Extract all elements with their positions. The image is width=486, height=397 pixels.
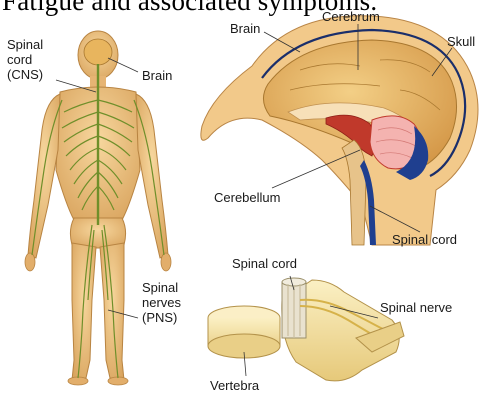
label-spinal-nerves-pns: Spinal nerves (PNS) [142, 280, 181, 325]
label-spinal-nerves-line1: Spinal [142, 280, 181, 295]
label-spinal-cord-cns-line2: cord [7, 52, 43, 67]
head-cross-section [201, 16, 478, 245]
label-spinal-cord-cns-line3: (CNS) [7, 67, 43, 82]
label-cerebrum: Cerebrum [322, 9, 380, 24]
label-spinal-nerves-line2: nerves [142, 295, 181, 310]
vertebra-illustration [208, 278, 404, 381]
label-vertebra: Vertebra [210, 378, 259, 393]
label-spinal-cord-cns: Spinal cord (CNS) [7, 37, 43, 82]
label-spinal-cord-cns-line1: Spinal [7, 37, 43, 52]
label-spinal-nerve: Spinal nerve [380, 300, 452, 315]
label-skull: Skull [447, 34, 475, 49]
label-cerebellum: Cerebellum [214, 190, 280, 205]
label-spinal-cord-vertebra: Spinal cord [232, 256, 297, 271]
label-spinal-cord-head: Spinal cord [392, 232, 457, 247]
body-brain [84, 39, 112, 65]
label-brain-head: Brain [230, 21, 260, 36]
label-spinal-nerves-line3: (PNS) [142, 310, 181, 325]
label-brain-body: Brain [142, 68, 172, 83]
